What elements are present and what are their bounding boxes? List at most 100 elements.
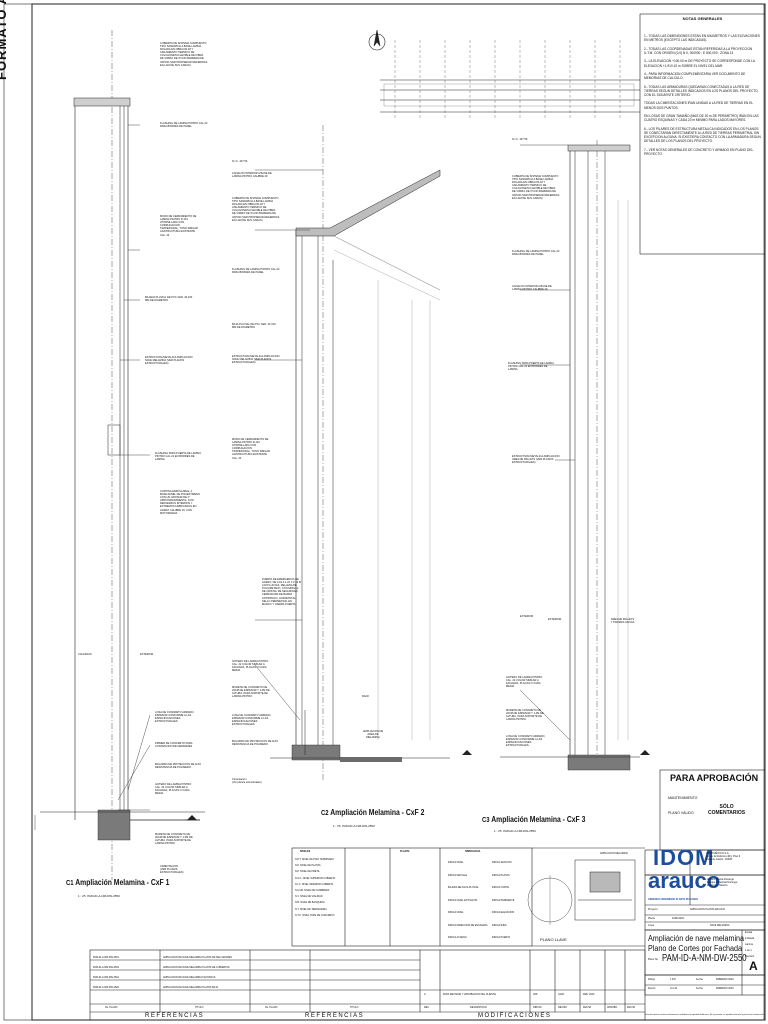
c3-label-slab: LOSA DE CONCRETO ARMADO, ESPESOR CONFORM…	[506, 735, 546, 748]
hdr-titulo-1: TITULO	[195, 1006, 204, 1009]
ref-plano-col: PAM-ID-A-NM-DW-2501 PAM-ID-A-NM-DW-2502 …	[93, 956, 119, 989]
fecha-value-1: FEBRERO 2020	[716, 978, 734, 981]
c1-label-drip: GOTERO DE LAMINA PINTRO CAL. 22 COLOR SI…	[155, 783, 192, 796]
idom-logo: IDOM	[653, 845, 715, 870]
reviso-label: Revisó	[648, 987, 656, 990]
c2-label-gutter: CANALON INTERIOR A BASE DE LAMINA PINTRO…	[232, 172, 272, 179]
section-c1-linework	[34, 30, 205, 880]
legend-symbols-col2: INDICA SECCION INDICA PLANTA INDICA CORT…	[492, 861, 515, 939]
c2-level: N.I.C. 107.56	[232, 160, 248, 163]
c1-label-slab: LOSA DE CONCRETO ARMADO, ESPESOR CONFORM…	[155, 711, 195, 724]
plan-strip-linework	[380, 40, 640, 120]
c2-label-door: PUERTA DE EMERGENCIA DE ACERO, DE 0.91 A…	[262, 578, 302, 606]
c1-label-curb: MURETE DE CONCRETO DE 20CM DE ESPESOR Y …	[155, 833, 193, 846]
hdr-dibujo: DIBUJO	[533, 1006, 542, 1009]
c1-label-flashing: FLASHING DE LAMINA PINTRO CAL.22 PARA BO…	[160, 122, 208, 129]
c1-label-downpipe: BAJADA PLUVIAL DE PVC CED. 40 100 MM DE …	[145, 296, 193, 303]
section-c3-linework	[500, 140, 640, 771]
c1-label-bollard: BOLARDO DE PROTECCION DE ALTA RESISTENCI…	[155, 763, 202, 770]
section-c2-linework	[270, 125, 450, 780]
client-info: Arauco Planta Durango Parque Industrial …	[707, 878, 738, 888]
escala-label: Escala	[745, 931, 753, 934]
c1-label-wall: MURO DE CERRAMIENTO DE LAMINA PINTRO R-1…	[160, 215, 198, 237]
approval-line2: PLANO VÁLIDO	[668, 811, 694, 815]
hdr-plano-2: No. PLANO	[265, 1006, 278, 1009]
fecha-value-2: FEBRERO 2020	[716, 987, 734, 990]
planta-value: DURANGO	[672, 917, 685, 920]
section-title-c3: C3 Ampliación Melamina - CxF 3	[482, 815, 586, 824]
escala-value: Indicada	[745, 937, 755, 940]
drawing-title-2: Plano de Cortes por Fachada	[648, 944, 743, 953]
c3-label-gutter: CANALON INTERIOR A BASE DE LAMINA PINTRO…	[512, 285, 552, 292]
c2-label-structure: ESTRUCTURA METALICA AMPLIACION NAVE MELA…	[232, 355, 280, 365]
revision-value: A	[749, 959, 758, 973]
c1-label-primer: PRIMER DE CONCRETO PARA CONTENCION DE DE…	[155, 742, 193, 749]
fecha-label-1: Fecha	[696, 978, 703, 981]
c2-label-slab: LOSA DE CONCRETO ARMADO, ESPESOR CONFORM…	[232, 714, 272, 727]
lamina-label: Lámina	[745, 943, 753, 946]
c3-level: N.I.C. 107.56	[512, 138, 528, 141]
c2-label-roof: CUBIERTA DE SISTEMA COMPUESTO TIPO SANDW…	[232, 197, 280, 222]
rev-description: PARA REVISION Y APROBACION DEL CLIENTE	[443, 993, 496, 996]
dibujo-label: Dibujó	[648, 978, 655, 981]
rev-fecha: FEB. 2020	[583, 993, 595, 996]
revision-label: Revisión	[745, 955, 755, 958]
c1-label-structure: ESTRUCTURA METALICA AMPLIACION NAVE MELA…	[145, 356, 193, 366]
section-title-c2: C2 Ampliación Melamina - CxF 2	[321, 808, 425, 817]
c2-label-drip: GOTERO DE LAMINA PINTRO CAL. 22 COLOR SI…	[232, 660, 269, 673]
plano-label: Plano No.	[648, 958, 659, 961]
hdr-rev: REV.	[424, 1006, 430, 1009]
rev-letter: A	[424, 993, 426, 996]
approval-title: PARA APROBACIÓN	[670, 773, 759, 783]
footer-note: Este documento contiene información conf…	[645, 1014, 765, 1016]
c2-label-curb: MURETE DE CONCRETO DE 20CM DE ESPESOR Y …	[232, 686, 270, 699]
hdr-fecha: FECHA	[583, 1006, 592, 1009]
hdr-aprobo: APROBO	[607, 1006, 618, 1009]
rev-reviso: GGM	[558, 993, 564, 996]
north-arrow	[368, 29, 386, 51]
fecha-label-2: Fecha	[696, 987, 703, 990]
c2-label-area: AMPLIACION DE AREA DE MELAMINA	[362, 730, 384, 740]
c2-label-rack: RACK	[362, 695, 370, 698]
leader-lines	[117, 124, 575, 811]
c2-label-foundation: Cimentacion (Ver planos estructurales)	[232, 778, 262, 785]
c3-label-curb: MURETE DE CONCRETO DE 20CM DE ESPESOR Y …	[506, 709, 544, 722]
key-plan-drawing	[527, 859, 636, 925]
proyecto-label: Proyecto	[648, 908, 658, 911]
c2-label-downpipe: BAJA PLUVIAL DE PVC CED. 40 100 MM DE DI…	[232, 323, 276, 330]
legend-symbols-head: SIMBOLOGIA	[465, 850, 481, 853]
hdr-fecha-2: FECHA	[627, 1006, 636, 1009]
reviso-value: G.G.M.	[670, 987, 678, 990]
c1-label-door-flashing: FLASHING PARA PUERTA DE LAMINA PINTRO CA…	[155, 452, 201, 462]
dibujo-value: J.R.P.	[670, 978, 677, 981]
titleblock-grid	[89, 13, 766, 1021]
sheet-value: 1 de 1	[745, 949, 752, 952]
rev-dibujo: JRP	[533, 993, 538, 996]
legend-plant-head: PLANTA	[400, 850, 410, 853]
section-title-c1: C1 Ampliación Melamina - CxF 1	[66, 878, 170, 887]
level-markers	[185, 750, 650, 821]
idom-info: IDOM MÉXICO S.A. Av. de la Reforma 404, …	[706, 852, 741, 862]
formato-label: FORMATO A1	[0, 0, 9, 80]
c2-label-bollard: BOLARDO DE PROTECCION DE ALTA RESISTENCI…	[232, 740, 279, 747]
drawing-code: PAM-ID-A-NM-DW-2550	[662, 953, 747, 964]
legend-levels-head: NIVELES	[300, 850, 311, 853]
c3-label-pallets: AREA DE PALLETS Y TARIMAS VACIAS	[610, 618, 635, 625]
c1-label-calzadas: CALZADAS	[78, 653, 92, 656]
hdr-reviso: REVISO	[558, 1006, 568, 1009]
key-plan-title: AMPLIACION MELAMINA	[600, 852, 628, 855]
c1-label-roof: CUBIERTA DE SISTEMA COMPUESTO TIPO SANDW…	[160, 42, 208, 67]
modificaciones-label: MODIFICACIONES	[478, 1013, 552, 1019]
gerencia: GERENCIA INGENIERIA PLANTA DURANGO	[648, 898, 699, 901]
notes-list: 1.- TODAS LAS DIMENSIONES ESTAN EN MILIM…	[644, 34, 761, 156]
c3-label-drip: GOTERO DE LAMINA PINTRO CAL. 22 COLOR SI…	[506, 676, 543, 689]
arauco-logo: arauco	[648, 868, 721, 893]
c2-label-wall: MURO DE CERRAMIENTO DE LAMINA PINTRO R-1…	[232, 438, 270, 460]
section-scale-c3: 1 : 25 PAM-ID-A-NM-DW-2550	[494, 829, 536, 833]
section-scale-c2: 1 : 25 PAM-ID-A-NM-DW-2550	[333, 824, 375, 828]
key-plan-label: PLANO LLAVE	[540, 937, 567, 942]
c1-label-curtain: CORTINA ENROLLABLE, A BASE PANEL DE POLI…	[160, 490, 201, 515]
c3-label-roof: CUBIERTA DE SISTEMA COMPUESTO TIPO SANDW…	[512, 175, 560, 200]
